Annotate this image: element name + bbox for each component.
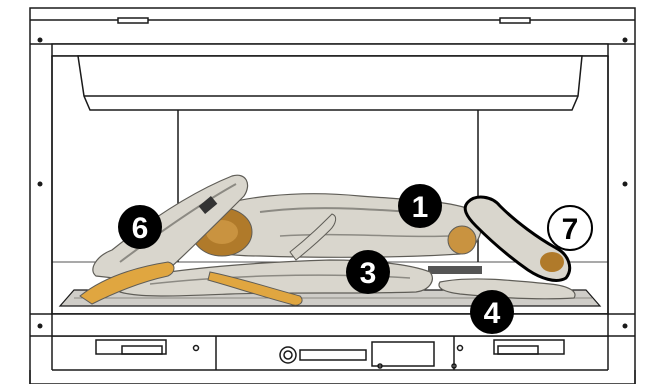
- callout-1: 1: [398, 184, 442, 228]
- burner-slots: [428, 266, 482, 274]
- callout-7: 7: [548, 206, 592, 250]
- callout-6-label: 6: [132, 212, 149, 245]
- callout-4-label: 4: [484, 297, 501, 330]
- callout-4: 4: [470, 290, 514, 334]
- smoke-baffle: [78, 56, 582, 110]
- callout-6: 6: [118, 205, 162, 249]
- callout-1-label: 1: [412, 191, 429, 224]
- top-slot-right: [500, 18, 530, 23]
- bottom-rail: [52, 314, 608, 336]
- callout-3-label: 3: [360, 257, 377, 290]
- callout-3: 3: [346, 250, 390, 294]
- top-panel: [52, 44, 608, 56]
- callout-7-label: 7: [562, 213, 579, 246]
- top-slot-left: [118, 18, 148, 23]
